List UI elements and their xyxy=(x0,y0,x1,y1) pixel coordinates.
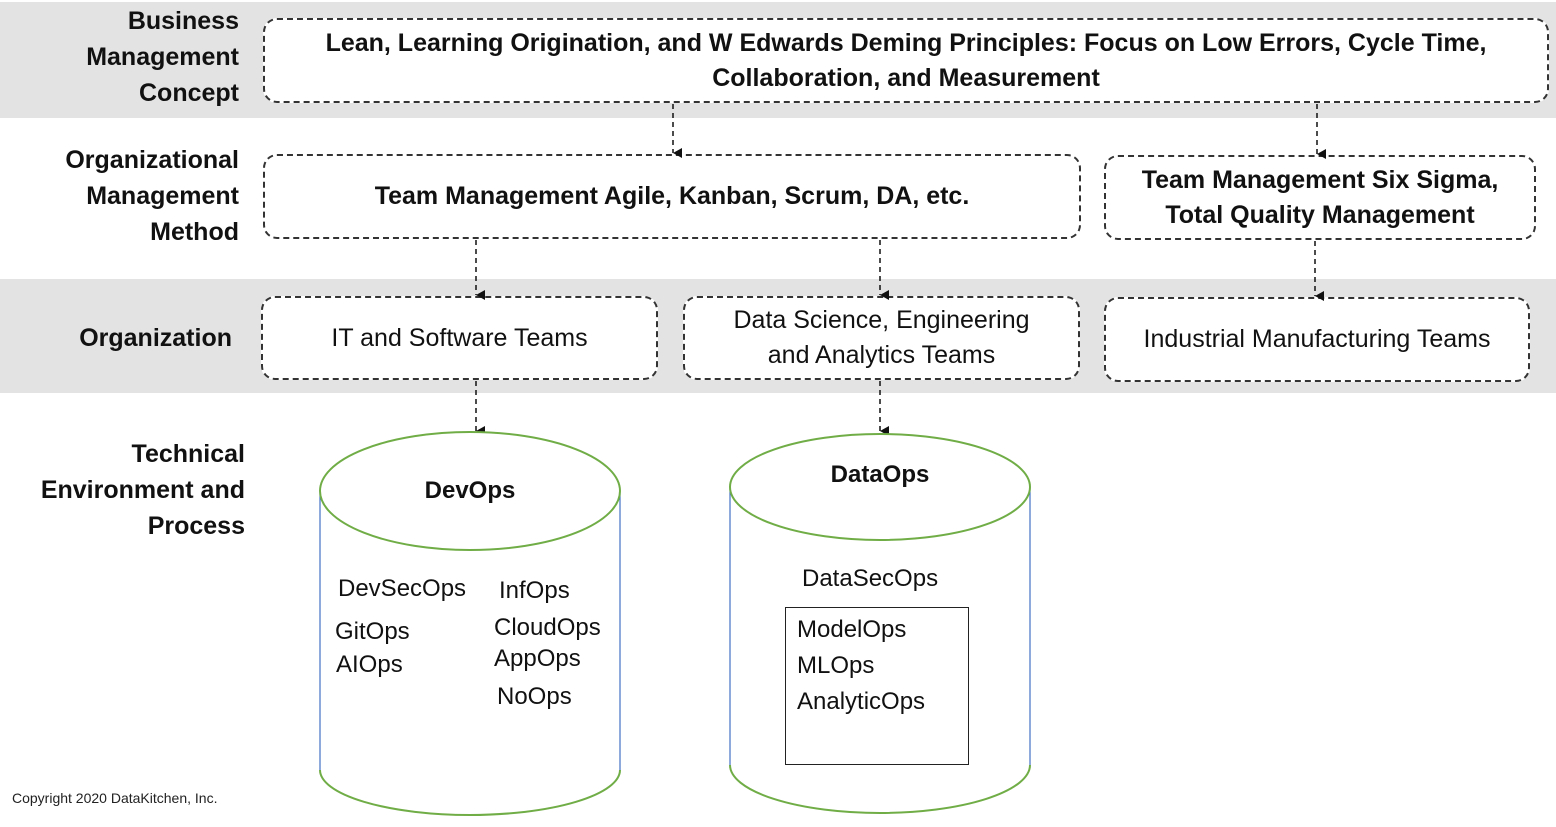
copyright-text: Copyright 2020 DataKitchen, Inc. xyxy=(12,790,218,806)
six-sigma-box: Team Management Six Sigma, Total Quality… xyxy=(1104,155,1536,240)
concept-box: Lean, Learning Origination, and W Edward… xyxy=(263,18,1549,103)
data-teams-box: Data Science, Engineering and Analytics … xyxy=(683,296,1080,380)
dataops-item: DataSecOps xyxy=(802,565,939,592)
dataops-cylinder xyxy=(729,433,1031,814)
it-teams-box: IT and Software Teams xyxy=(261,296,658,380)
agile-box: Team Management Agile, Kanban, Scrum, DA… xyxy=(263,154,1081,239)
row-label-org-method: Organizational Management Method xyxy=(65,146,239,246)
devops-item: GitOps xyxy=(335,618,410,645)
devops-item: DevSecOps xyxy=(338,575,467,602)
row-label-organization: Organization xyxy=(79,324,232,352)
dataops-inner-item: ModelOps xyxy=(797,616,907,643)
dataops-inner-item: MLOps xyxy=(797,652,875,679)
devops-item: NoOps xyxy=(497,683,572,710)
devops-item: AIOps xyxy=(336,651,403,678)
devops-item: CloudOps xyxy=(494,614,601,641)
industrial-teams-box: Industrial Manufacturing Teams xyxy=(1104,297,1530,382)
dataops-title: DataOps xyxy=(830,461,930,488)
devops-title: DevOps xyxy=(424,477,516,504)
devops-item: AppOps xyxy=(494,645,581,672)
dataops-inner-box xyxy=(785,607,969,765)
row-label-business: Business Management Concept xyxy=(86,7,239,107)
row-label-technical: Technical Environment and Process xyxy=(40,440,245,540)
devops-item: InfOps xyxy=(499,577,570,604)
devops-cylinder xyxy=(319,431,621,816)
dataops-inner-item: AnalyticOps xyxy=(797,688,926,715)
